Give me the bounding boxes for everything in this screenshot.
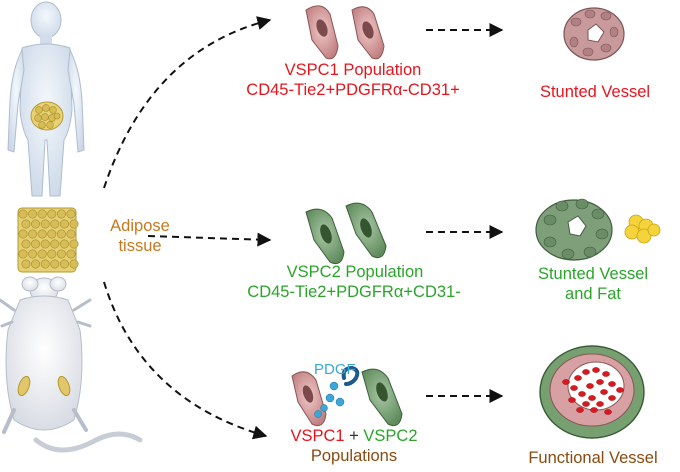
- stunted-vessel-fat-line2: and Fat: [565, 285, 621, 303]
- adipocyte: [37, 229, 47, 239]
- red-blood-cell: [582, 401, 590, 407]
- adipocyte: [59, 259, 69, 269]
- vspc1-markers: CD45-Tie2+PDGFRα-CD31+: [246, 81, 460, 99]
- adipocyte: [47, 249, 57, 259]
- mouse-icon: [0, 276, 143, 453]
- red-blood-cell: [608, 395, 616, 401]
- red-blood-cell: [590, 407, 598, 413]
- adipocyte: [18, 249, 28, 259]
- red-blood-cell: [604, 409, 612, 415]
- red-blood-cell: [588, 395, 596, 401]
- adipocyte: [21, 259, 31, 269]
- adipocyte: [47, 229, 57, 239]
- adipocyte: [40, 219, 50, 229]
- adipocyte: [50, 239, 60, 249]
- adipocyte: [40, 259, 50, 269]
- stunted-vessel-label: Stunted Vessel: [539, 83, 651, 101]
- vspc1-title: VSPC1 Population: [284, 61, 422, 79]
- vspc2-cell-icon: [305, 202, 387, 265]
- combo-populations: Populations: [310, 447, 398, 465]
- red-blood-cell: [578, 391, 586, 397]
- adipocyte: [28, 209, 38, 219]
- arrow-adipose-to-vspc1: [103, 16, 272, 189]
- pdgf-label: PDGF: [314, 361, 356, 378]
- adipocyte: [69, 239, 79, 249]
- adipocyte: [66, 229, 76, 239]
- adipocyte: [37, 249, 47, 259]
- red-blood-cell: [596, 379, 604, 385]
- adipose-tissue-icon: [17, 207, 79, 273]
- red-blood-cell: [568, 397, 576, 403]
- red-blood-cell: [596, 401, 604, 407]
- combo-label-line1: VSPC1 + VSPC2: [254, 426, 454, 446]
- human-figure-icon: [7, 1, 85, 197]
- red-blood-cell: [574, 375, 582, 381]
- adipocyte: [59, 219, 69, 229]
- combo-vspc1: VSPC1: [290, 427, 345, 445]
- red-blood-cell: [570, 385, 578, 391]
- red-blood-cell: [562, 379, 570, 385]
- arrow-adipose-to-combo: [103, 281, 268, 440]
- combo-plus: +: [349, 427, 359, 445]
- vspc2-title: VSPC2 Population: [286, 263, 424, 281]
- adipocyte: [69, 219, 79, 229]
- pdgf-droplets: [314, 381, 345, 418]
- adipocyte: [56, 229, 66, 239]
- adipocyte: [31, 219, 41, 229]
- adipocyte: [21, 219, 31, 229]
- stunted-vessel-fat-line1: Stunted Vessel: [537, 265, 649, 283]
- combo-vspc2: VSPC2: [363, 427, 418, 445]
- adipocyte: [31, 259, 41, 269]
- red-blood-cell: [576, 407, 584, 413]
- adipocyte: [50, 219, 60, 229]
- adipocyte: [28, 229, 38, 239]
- pdgf-receptor-icon: [341, 365, 360, 386]
- combo-cells-icon: [291, 365, 403, 427]
- adipocyte: [59, 239, 69, 249]
- adipocyte: [50, 259, 60, 269]
- vspc1-cell-icon: [305, 5, 385, 60]
- adipocyte: [56, 209, 66, 219]
- adipocyte: [40, 239, 50, 249]
- vspc2-markers: CD45-Tie2+PDGFRα+CD31-: [247, 283, 461, 301]
- functional-vessel-label: Functional Vessel: [528, 449, 658, 467]
- adipocyte: [18, 229, 28, 239]
- adipocyte: [47, 209, 57, 219]
- arrows: [103, 16, 504, 440]
- adipocyte: [28, 249, 38, 259]
- adipocyte: [18, 209, 28, 219]
- fat-droplet-icon: [624, 214, 661, 244]
- red-blood-cell: [600, 389, 608, 395]
- red-blood-cell: [602, 371, 610, 377]
- adipocyte: [66, 209, 76, 219]
- adipocyte: [66, 249, 76, 259]
- red-blood-cell: [586, 383, 594, 389]
- red-blood-cell: [616, 387, 624, 393]
- arrow-adipose-to-vspc2: [147, 232, 272, 247]
- adipose-label-line1: Adipose: [110, 217, 170, 235]
- adipocyte: [69, 259, 79, 269]
- adipose-label-line2: tissue: [118, 237, 162, 255]
- functional-vessel-icon: [539, 345, 645, 439]
- adipocyte: [56, 249, 66, 259]
- vessel-fat-icon: [535, 198, 661, 261]
- vessel-icon: [563, 7, 625, 61]
- adipocyte: [37, 209, 47, 219]
- red-blood-cell: [608, 381, 616, 387]
- adipocyte: [31, 239, 41, 249]
- red-blood-cell: [592, 367, 600, 373]
- adipocyte: [21, 239, 31, 249]
- red-blood-cell: [582, 369, 590, 375]
